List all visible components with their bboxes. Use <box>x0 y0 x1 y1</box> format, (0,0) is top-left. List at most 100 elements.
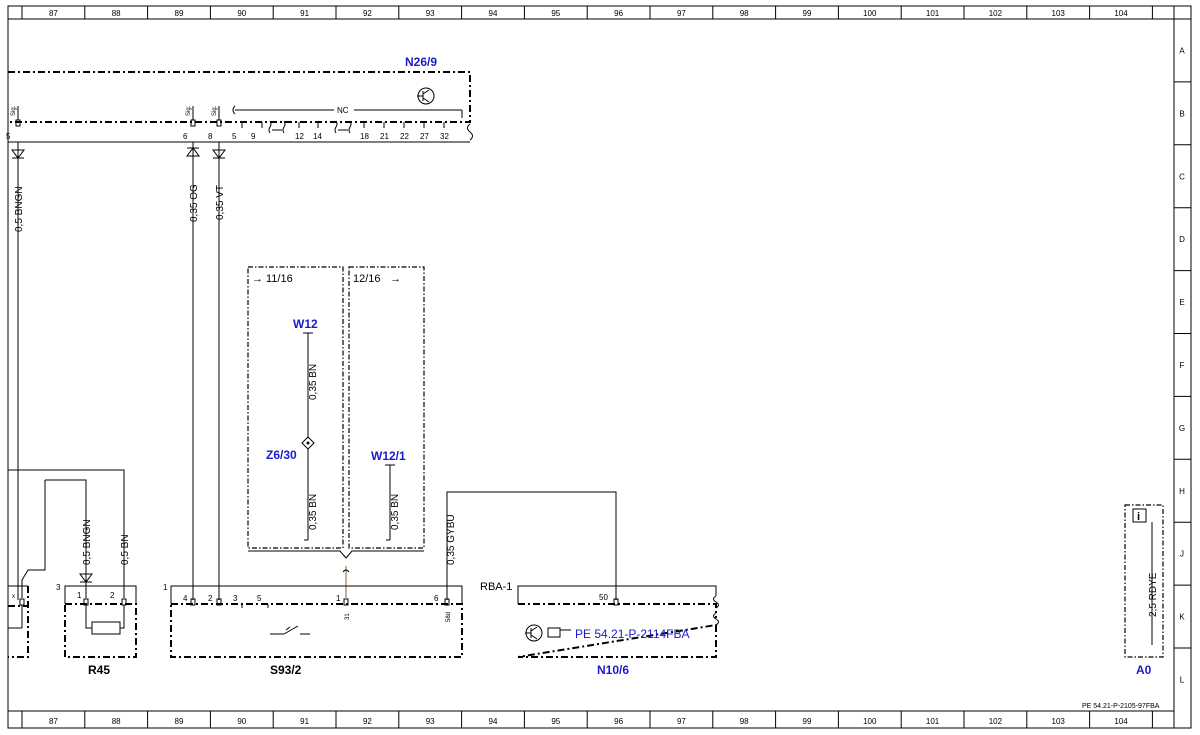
xref-box-12-16: 12/16 → <box>348 266 425 549</box>
n26-9-pin-labels: 5 6 8 5 9 12 14 18 21 22 27 32 <box>6 132 449 141</box>
w12-label: W12 <box>293 317 318 331</box>
info-icon: i <box>1137 511 1140 523</box>
wire-label-bngn-r45: 0,5 BNGN <box>82 519 93 565</box>
document-reference: PE 54.21-P-2105-97FBA <box>1082 703 1160 710</box>
row-label: K <box>1179 613 1185 622</box>
column-label: 91 <box>300 9 309 18</box>
row-label: H <box>1179 487 1185 496</box>
svg-text:1: 1 <box>336 594 341 603</box>
xref-box-11-16: → 11/16 <box>247 266 344 549</box>
n26-9-label: N26/9 <box>405 55 437 69</box>
hand-pointer-icon[interactable] <box>547 627 571 638</box>
column-label: 92 <box>363 717 372 726</box>
column-label: 96 <box>614 717 623 726</box>
column-label: 98 <box>740 717 749 726</box>
s93-2-component: 1 4 2 3 5 1 6 31 58d S93/2 <box>163 583 463 677</box>
svg-text:3: 3 <box>233 594 238 603</box>
w12-1-label: W12/1 <box>371 449 406 463</box>
svg-text:6: 6 <box>434 594 439 603</box>
svg-text:27: 27 <box>420 132 429 141</box>
row-label: C <box>1179 172 1185 181</box>
column-label: 91 <box>300 717 309 726</box>
wire-label-bn-1: 0,35 BN <box>308 364 319 400</box>
column-label: 100 <box>863 9 877 18</box>
wire-label-bn-r45: 0,5 BN <box>120 534 131 565</box>
shield-wire <box>342 566 350 598</box>
column-label: 99 <box>803 717 812 726</box>
column-label: 95 <box>551 9 560 18</box>
svg-text:x: x <box>12 594 15 600</box>
row-label: E <box>1179 298 1184 307</box>
wire-label-vt: 0,35 VT <box>215 185 226 220</box>
svg-text:12/16: 12/16 <box>353 273 381 285</box>
switch-icon <box>270 625 310 635</box>
column-label: 89 <box>175 717 184 726</box>
row-label: F <box>1180 361 1185 370</box>
row-label: G <box>1179 424 1185 433</box>
a0-label: A0 <box>1136 663 1152 677</box>
svg-text:2: 2 <box>110 591 115 600</box>
r45-component: 3 1 2 R45 <box>56 583 137 677</box>
wire-label-rdye: 2,5 RDYE <box>1148 572 1159 617</box>
nc-label: NC <box>337 106 349 115</box>
s93-2-label: S93/2 <box>270 663 302 677</box>
row-label: A <box>1179 46 1185 55</box>
n10-6-connector-label: RBA-1 <box>480 581 512 593</box>
column-label: 97 <box>677 9 686 18</box>
n26-9-module: N26/9 NC 5 6 8 5 9 12 14 18 21 22 27 32 <box>6 55 473 143</box>
r45-connector-num: 3 <box>56 583 61 592</box>
n10-6-component: RBA-1 50 PE 54.21-P-2114FBA N10/6 <box>480 581 719 677</box>
svg-text:→: → <box>390 273 401 285</box>
n10-6-label: N10/6 <box>597 663 629 677</box>
transistor-icon-n10-6 <box>525 624 543 642</box>
column-label: 94 <box>489 717 498 726</box>
svg-text:1: 1 <box>77 591 82 600</box>
column-label: 104 <box>1114 717 1128 726</box>
row-label: L <box>1180 675 1185 684</box>
column-label: 99 <box>803 9 812 18</box>
a0-component: i 2,5 RDYE A0 <box>1124 504 1164 677</box>
xref-right-wiring: W12/1 0,35 BN <box>371 449 406 541</box>
n26-9-pin-ticks <box>241 120 445 134</box>
column-label: 88 <box>112 717 121 726</box>
n10-6-ref-link[interactable]: PE 54.21-P-2114FBA <box>575 627 690 641</box>
row-label: D <box>1179 235 1185 244</box>
column-label: 101 <box>926 717 940 726</box>
column-label: 97 <box>677 717 686 726</box>
left-partial-connector: x <box>8 585 29 658</box>
splice-icon <box>301 436 315 450</box>
svg-text:22: 22 <box>400 132 409 141</box>
z6-30-label: Z6/30 <box>266 448 297 462</box>
wire-label-bngn-left: 0,5 BNGN <box>14 186 25 232</box>
svg-text:5: 5 <box>232 132 237 141</box>
svg-text:4: 4 <box>183 594 188 603</box>
column-label: 88 <box>112 9 121 18</box>
column-label: 101 <box>926 9 940 18</box>
column-label: 96 <box>614 9 623 18</box>
column-label: 100 <box>863 717 877 726</box>
wire-label-og: 0,35 OG <box>189 184 200 222</box>
wire-label-gybu: 0,35 GYBU <box>446 514 457 565</box>
resistor-icon <box>91 621 121 635</box>
column-label: 87 <box>49 717 58 726</box>
svg-text:→: → <box>252 273 263 285</box>
column-label: 103 <box>1052 717 1066 726</box>
column-label: 104 <box>1114 9 1128 18</box>
svg-text:18: 18 <box>360 132 369 141</box>
column-label: 98 <box>740 9 749 18</box>
svg-text:14: 14 <box>313 132 322 141</box>
wire-label-bn-2: 0,35 BN <box>308 494 319 530</box>
svg-text:9: 9 <box>251 132 256 141</box>
column-label: 90 <box>237 717 246 726</box>
svg-text:Sig.: Sig. <box>186 105 192 116</box>
svg-text:11/16: 11/16 <box>266 273 293 285</box>
svg-text:58d: 58d <box>446 612 452 622</box>
pin-8-marker: Sig. <box>212 105 222 127</box>
column-label: 95 <box>551 717 560 726</box>
column-label: 94 <box>489 9 498 18</box>
drawing-frame <box>7 5 1192 729</box>
column-label: 92 <box>363 9 372 18</box>
